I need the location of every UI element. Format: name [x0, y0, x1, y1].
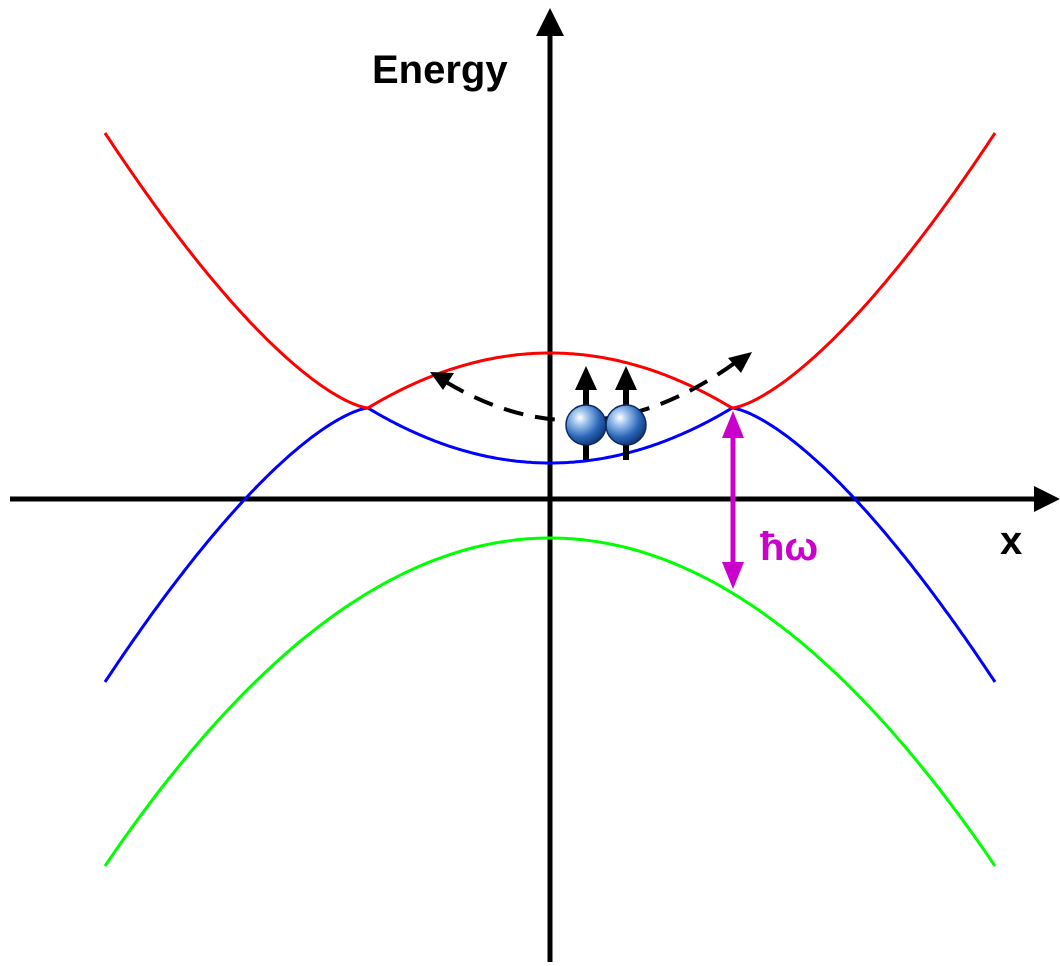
axes — [10, 8, 1060, 962]
x-axis-arrowhead — [1034, 486, 1060, 512]
trajectory-dashed-path — [444, 360, 738, 423]
upper-energy-curve — [103, 132, 997, 410]
gap-arrowhead-bottom — [722, 562, 744, 589]
energy-curves — [103, 132, 997, 867]
sphere-icon — [605, 404, 647, 446]
y-axis-label: Energy — [372, 48, 508, 92]
y-axis-arrowhead — [536, 8, 564, 36]
trajectory-right-arrowhead — [728, 352, 752, 373]
x-axis-label: x — [1000, 519, 1022, 563]
energy-gap-label: ħω — [760, 525, 818, 569]
trajectory-left-arrowhead — [430, 372, 454, 390]
energy-gap-arrow — [722, 411, 744, 589]
atoms — [565, 404, 647, 446]
trajectory-arrow — [430, 352, 752, 423]
sphere-icon — [565, 404, 607, 446]
lower-energy-curve — [103, 536, 997, 867]
gap-arrowhead-top — [722, 411, 744, 438]
middle-energy-curve — [103, 406, 997, 683]
